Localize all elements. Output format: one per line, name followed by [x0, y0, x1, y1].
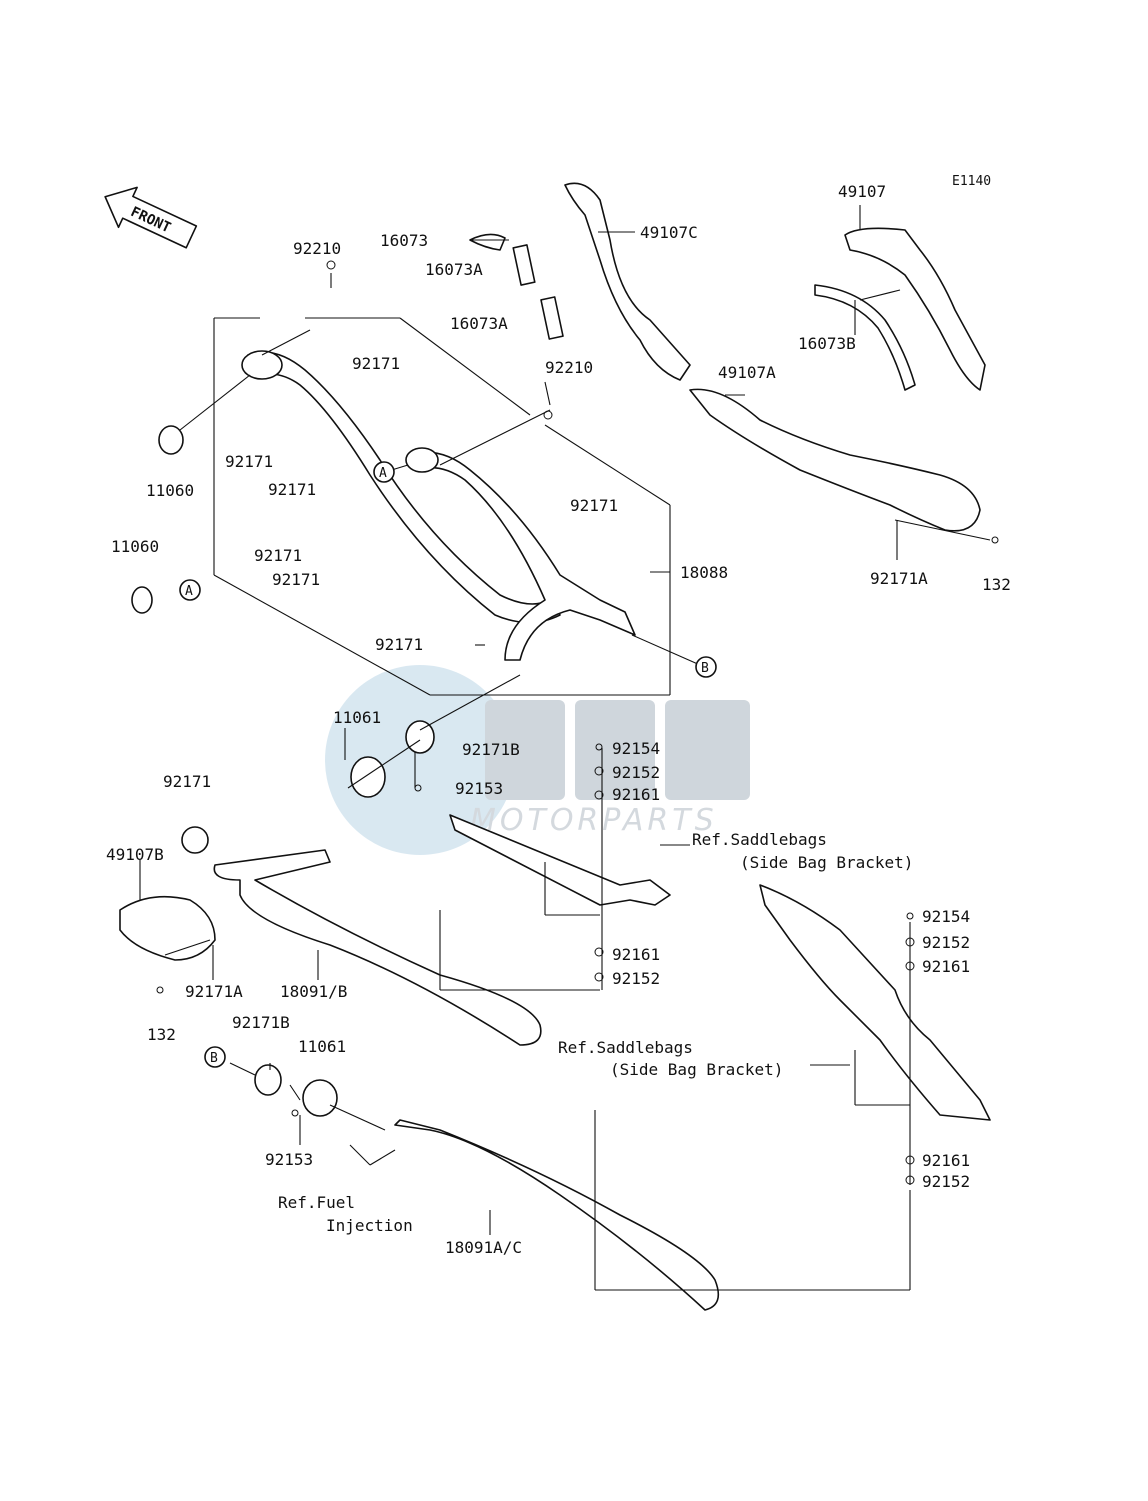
- callout-B-1: B: [695, 656, 717, 678]
- pad-16073: [469, 233, 506, 251]
- label-92152-2: 92152: [612, 969, 660, 988]
- end-cap-49107B: [119, 895, 216, 961]
- label-92171B-2: 92171B: [232, 1013, 290, 1032]
- label-49107B: 49107B: [106, 845, 164, 864]
- heat-shield-49107C: [564, 182, 691, 381]
- saddlebag-bracket-1: [449, 814, 671, 906]
- label-92152-3: 92152: [922, 933, 970, 952]
- fasteners: [156, 260, 999, 1185]
- saddlebag-bracket-2: [759, 884, 991, 1121]
- label-92171-7: 92171: [375, 635, 423, 654]
- svg-text:B: B: [701, 661, 709, 676]
- exhaust-pipe-rear-branch: [407, 451, 636, 661]
- clamp-92171B-1: [405, 720, 435, 754]
- label-92171-2: 92171: [225, 452, 273, 471]
- label-16073: 16073: [380, 231, 428, 250]
- label-92171B-1: 92171B: [462, 740, 520, 759]
- label-92171A-2: 92171A: [185, 982, 243, 1001]
- label-49107: 49107: [838, 182, 886, 201]
- label-92154-2: 92154: [922, 907, 970, 926]
- label-92171A-1: 92171A: [870, 569, 928, 588]
- label-92152-4: 92152: [922, 1172, 970, 1191]
- label-92152-1: 92152: [612, 763, 660, 782]
- callout-B-2: B: [204, 1046, 226, 1068]
- label-18088: 18088: [680, 563, 728, 582]
- heat-shield-49107A: [689, 388, 981, 532]
- pad-16073A-1: [512, 244, 536, 286]
- label-ref-saddlebags-2a: Ref.Saddlebags: [558, 1038, 693, 1057]
- gasket-11060-2: [131, 586, 153, 614]
- flange-rear: [405, 447, 439, 473]
- label-ref-saddlebags-1a: Ref.Saddlebags: [692, 830, 827, 849]
- label-11061-1: 11061: [333, 708, 381, 727]
- svg-text:B: B: [210, 1051, 218, 1066]
- label-18091AC: 18091A/C: [445, 1238, 522, 1257]
- label-49107A: 49107A: [718, 363, 776, 382]
- label-92161-2: 92161: [612, 945, 660, 964]
- label-92210-2: 92210: [545, 358, 593, 377]
- label-16073B: 16073B: [798, 334, 856, 353]
- label-92171-5: 92171: [254, 546, 302, 565]
- label-11061-2: 11061: [298, 1037, 346, 1056]
- gasket-11060-1: [158, 425, 184, 455]
- watermark-sub: MOTORPARTS: [470, 803, 718, 838]
- pad-16073A-2: [540, 296, 564, 340]
- label-92161-3: 92161: [922, 957, 970, 976]
- shield-pad-16073B: [814, 284, 916, 391]
- label-11060-2: 11060: [111, 537, 159, 556]
- label-92171-6: 92171: [272, 570, 320, 589]
- label-ref-saddlebags-2b: (Side Bag Bracket): [610, 1060, 783, 1079]
- label-92161-4: 92161: [922, 1151, 970, 1170]
- clamp-92171-8: [181, 826, 209, 854]
- muffler-18091B: [213, 849, 542, 1046]
- label-92153-2: 92153: [265, 1150, 313, 1169]
- connector-11061-2: [302, 1079, 338, 1117]
- label-92154-1: 92154: [612, 739, 660, 758]
- exhaust-pipe-18088: [247, 351, 561, 624]
- connector-11061-1: [350, 756, 386, 798]
- watermark-logo: MOTORPARTS: [325, 665, 750, 855]
- svg-text:A: A: [379, 466, 387, 481]
- front-arrow-icon: FRONT: [104, 186, 198, 249]
- label-18091B: 18091/B: [280, 982, 347, 1001]
- label-ref-fuel-a: Ref.Fuel: [278, 1193, 355, 1212]
- label-92171-4: 92171: [570, 496, 618, 515]
- label-ref-fuel-b: Injection: [326, 1216, 413, 1235]
- leader-lines: [139, 205, 991, 1291]
- label-132-2: 132: [147, 1025, 176, 1044]
- label-92210-1: 92210: [293, 239, 341, 258]
- svg-text:A: A: [185, 584, 193, 599]
- label-92171-1: 92171: [352, 354, 400, 373]
- callout-A-1: A: [373, 461, 395, 483]
- label-92171-3: 92171: [268, 480, 316, 499]
- label-92171-8: 92171: [163, 772, 211, 791]
- flange-front: [241, 350, 283, 380]
- label-49107C: 49107C: [640, 223, 698, 242]
- muffler-18091AC: [394, 1119, 720, 1311]
- heat-shield-49107: [844, 227, 986, 391]
- label-11060-1: 11060: [146, 481, 194, 500]
- label-132-1: 132: [982, 575, 1011, 594]
- clamp-92171B-2: [254, 1064, 282, 1096]
- label-92153-1: 92153: [455, 779, 503, 798]
- label-92161-1: 92161: [612, 785, 660, 804]
- label-ref-saddlebags-1b: (Side Bag Bracket): [740, 853, 913, 872]
- label-16073A-2: 16073A: [450, 314, 508, 333]
- callout-A-2: A: [179, 579, 201, 601]
- label-16073A-1: 16073A: [425, 260, 483, 279]
- diagram-code: E1140: [952, 174, 991, 189]
